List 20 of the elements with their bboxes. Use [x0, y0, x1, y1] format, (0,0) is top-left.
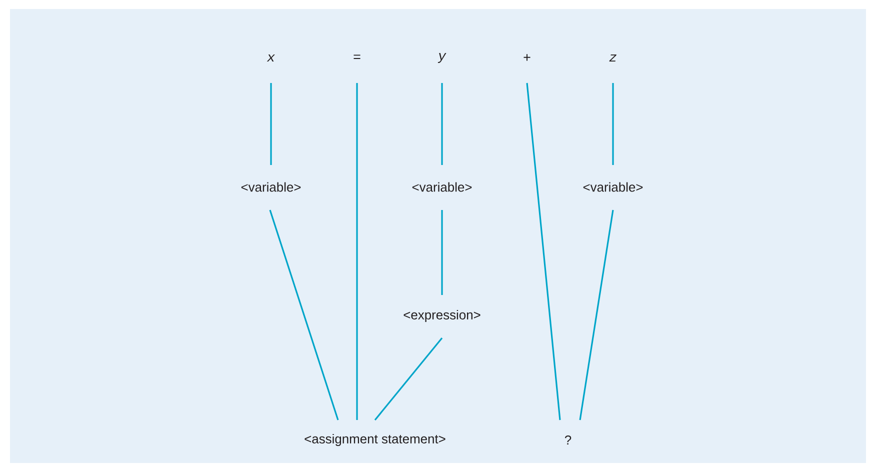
connector-line: [356, 83, 358, 420]
code-token: x: [266, 54, 275, 62]
grammar-symbol: <variable>: [583, 182, 643, 192]
code-token: y: [438, 53, 446, 63]
code-token: +: [524, 54, 530, 61]
connector-line: [526, 82, 561, 420]
connector-line: [270, 83, 272, 165]
grammar-symbol: <expression>: [404, 310, 480, 322]
grammar-symbol: <assignment statement>: [304, 434, 446, 446]
connector-line: [269, 210, 339, 420]
grammar-symbol: <variable>: [241, 182, 301, 192]
connector-line: [374, 337, 443, 420]
code-token: =: [354, 54, 360, 60]
grammar-symbol: ?: [564, 435, 572, 444]
connector-line: [612, 83, 614, 165]
connector-line: [579, 210, 614, 420]
connector-line: [441, 83, 443, 165]
connector-line: [441, 210, 443, 295]
grammar-symbol: <variable>: [412, 182, 472, 192]
code-token: z: [609, 54, 616, 62]
